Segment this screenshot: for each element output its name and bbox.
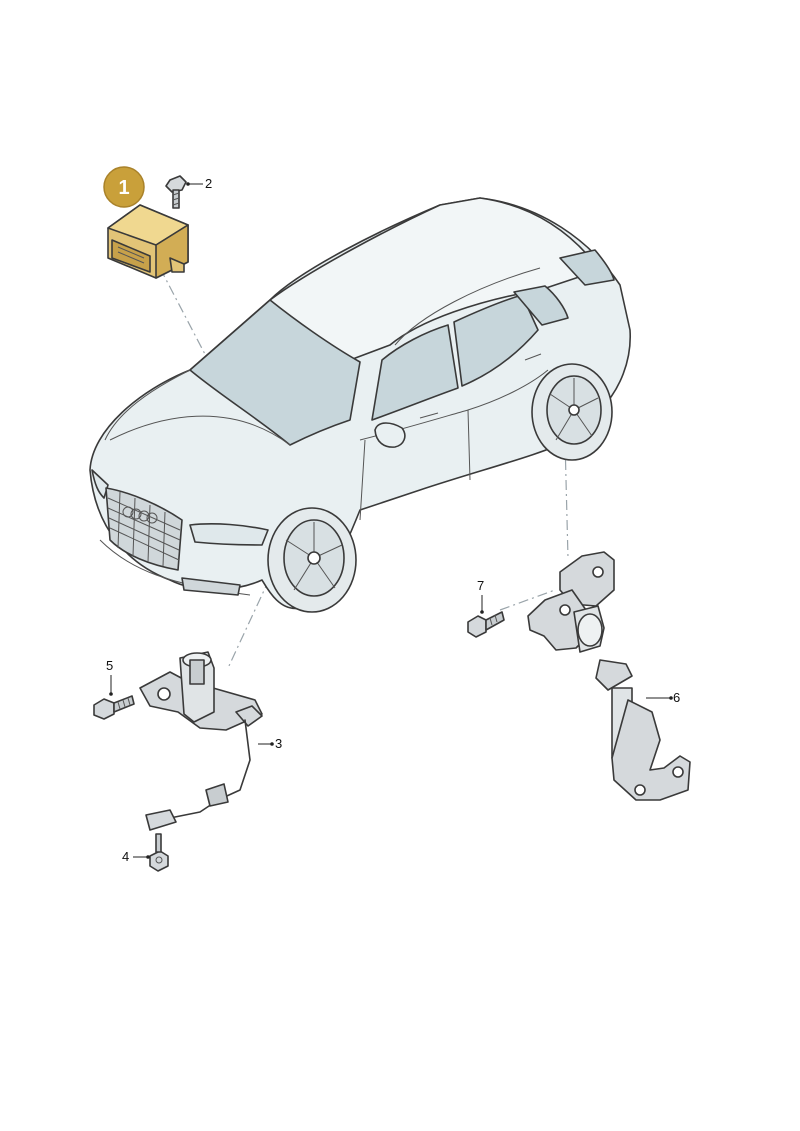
callout-6: 6 — [673, 690, 680, 705]
svg-text:1: 1 — [118, 177, 129, 199]
bolt-part-7[interactable] — [467, 611, 505, 638]
headlight — [189, 523, 269, 546]
bolt-part-5[interactable] — [93, 695, 135, 720]
rear-side-window — [453, 294, 539, 387]
callout-4: 4 — [122, 849, 129, 864]
front-side-window — [371, 324, 459, 421]
front-wheel — [267, 507, 357, 613]
screw-part-2[interactable] — [165, 175, 187, 209]
callout-3: 3 — [275, 736, 282, 751]
control-module-part-1[interactable] — [107, 204, 189, 279]
level-sensor-part-6[interactable] — [527, 551, 691, 801]
brand-emblem — [122, 506, 158, 524]
side-mirror — [374, 422, 406, 448]
callout-badge-1[interactable]: 1 — [103, 166, 145, 208]
callout-5: 5 — [106, 658, 113, 673]
callout-2: 2 — [205, 176, 212, 191]
callout-7: 7 — [477, 578, 484, 593]
nut-part-4[interactable] — [149, 833, 169, 872]
level-sensor-part-3[interactable] — [139, 651, 263, 831]
windshield — [189, 299, 361, 446]
rear-wheel — [531, 363, 613, 461]
vehicle-illustration — [89, 197, 631, 613]
